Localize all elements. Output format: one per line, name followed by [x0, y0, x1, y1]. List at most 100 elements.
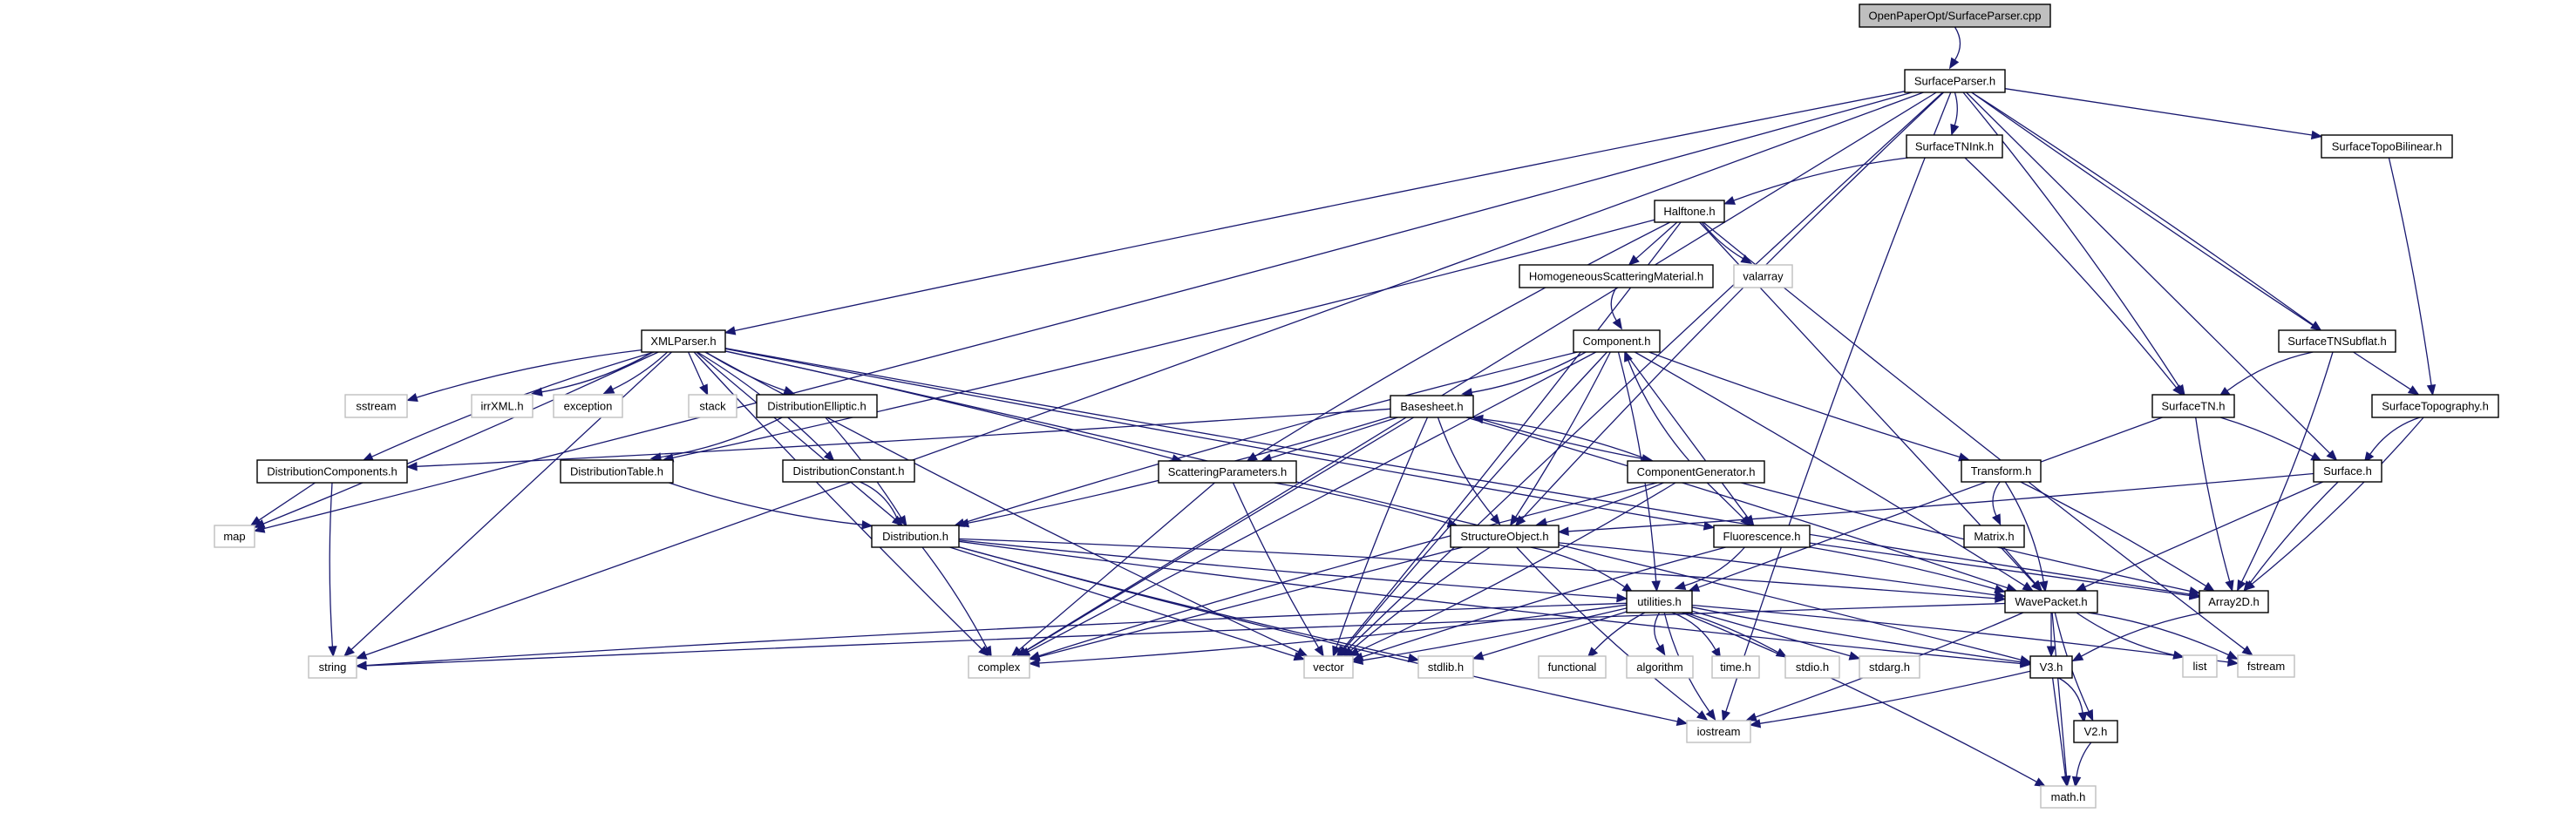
edge-SurfaceTopography-to-Surface — [2369, 417, 2421, 455]
node-box-Matrix[interactable] — [1963, 525, 2025, 548]
node-box-root[interactable] — [1859, 3, 2051, 28]
edge-utilities-to-time — [1671, 612, 1716, 651]
node-box-DistributionTable[interactable] — [560, 459, 674, 484]
node-exception: exception — [553, 394, 623, 418]
edge-utilities-to-stdarg — [1691, 610, 1851, 657]
edge-Component-to-Fluorescence — [1624, 351, 1749, 518]
node-box-Transform[interactable] — [1961, 459, 2042, 483]
node-vector: vector — [1303, 655, 1354, 679]
node-box-V3[interactable] — [2029, 655, 2073, 679]
node-iostream: iostream — [1686, 720, 1751, 743]
arrowhead-vector — [1293, 652, 1306, 661]
node-SurfaceTopoBilinear[interactable]: SurfaceTopoBilinear.h — [2321, 134, 2453, 159]
arrowhead-DistributionComponents — [405, 462, 418, 471]
node-SurfaceTN[interactable]: SurfaceTN.h — [2151, 394, 2235, 418]
node-ComponentGenerator[interactable]: ComponentGenerator.h — [1627, 460, 1765, 484]
edge-SurfaceTN-to-utilities — [1697, 417, 2163, 588]
node-map: map — [214, 525, 255, 548]
node-Array2D[interactable]: Array2D.h — [2199, 590, 2269, 613]
arrowhead-StructureObject — [1490, 513, 1501, 525]
node-SurfaceTNInk[interactable]: SurfaceTNInk.h — [1906, 134, 2003, 159]
node-SurfaceParser[interactable]: SurfaceParser.h — [1904, 69, 2006, 93]
node-box-DistributionComponents[interactable] — [256, 459, 408, 484]
node-box-DistributionConstant[interactable] — [782, 459, 915, 483]
edge-utilities-to-algorithm — [1654, 612, 1661, 647]
node-box-SurfaceTNInk[interactable] — [1906, 134, 2003, 159]
node-box-DistributionElliptic[interactable] — [756, 394, 878, 418]
node-algorithm: algorithm — [1626, 655, 1694, 679]
node-StructureObject[interactable]: StructureObject.h — [1450, 525, 1560, 548]
node-time: time.h — [1711, 655, 1760, 679]
node-label-stdarg: stdarg.h — [1869, 661, 1910, 674]
arrowhead-Array2D — [2237, 579, 2246, 592]
arrowhead-stdio — [1775, 647, 1788, 658]
node-box-functional — [1538, 655, 1607, 679]
node-box-Surface[interactable] — [2313, 459, 2382, 483]
node-ScatteringParameters[interactable]: ScatteringParameters.h — [1158, 460, 1297, 484]
node-box-SurfaceTN[interactable] — [2151, 394, 2235, 418]
node-V3[interactable]: V3.h — [2029, 655, 2073, 679]
node-box-Fluorescence[interactable] — [1713, 525, 1811, 548]
node-SurfaceTNSubflat[interactable]: SurfaceTNSubflat.h — [2278, 329, 2396, 353]
arrowhead-iostream — [1749, 719, 1762, 728]
node-SurfaceTopography[interactable]: SurfaceTopography.h — [2371, 394, 2499, 418]
node-Halftone[interactable]: Halftone.h — [1654, 200, 1725, 223]
edge-Basesheet-to-vector — [1336, 417, 1429, 648]
node-Fluorescence[interactable]: Fluorescence.h — [1713, 525, 1811, 548]
node-box-ComponentGenerator[interactable] — [1627, 460, 1765, 484]
node-box-WavePacket[interactable] — [2004, 590, 2098, 613]
arrowhead-algorithm — [1655, 643, 1666, 656]
node-box-ScatteringParameters[interactable] — [1158, 460, 1297, 484]
arrowhead-SurfaceTopography — [2407, 385, 2420, 396]
arrowhead-stdarg — [1848, 651, 1861, 661]
arrowhead-stack — [699, 383, 709, 396]
node-box-Component[interactable] — [1573, 329, 1661, 353]
node-box-Array2D[interactable] — [2199, 590, 2269, 613]
node-DistributionConstant[interactable]: DistributionConstant.h — [782, 459, 915, 483]
node-WavePacket[interactable]: WavePacket.h — [2004, 590, 2098, 613]
edge-Transform-to-Matrix — [1992, 481, 2001, 517]
edge-Basesheet-to-ComponentGenerator — [1472, 416, 1643, 460]
arrowhead-WavePacket — [2022, 581, 2035, 592]
node-Distribution[interactable]: Distribution.h — [871, 525, 960, 548]
node-Surface[interactable]: Surface.h — [2313, 459, 2382, 483]
arrowhead-Matrix — [1992, 513, 2002, 526]
node-root[interactable]: OpenPaperOpt/SurfaceParser.cpp — [1859, 3, 2051, 28]
node-box-HomogeneousScatteringMaterial[interactable] — [1519, 264, 1714, 288]
node-DistributionTable[interactable]: DistributionTable.h — [560, 459, 674, 484]
node-box-Halftone[interactable] — [1654, 200, 1725, 223]
arrowhead-utilities — [1616, 593, 1628, 603]
arrowhead-Component — [1624, 349, 1633, 362]
arrowhead-string — [343, 646, 355, 657]
node-label-stdlib: stdlib.h — [1428, 661, 1464, 674]
node-box-SurfaceParser[interactable] — [1904, 69, 2006, 93]
edge-Distribution-to-iostream — [958, 546, 1678, 722]
node-box-SurfaceTNSubflat[interactable] — [2278, 329, 2396, 353]
node-box-SurfaceTopoBilinear[interactable] — [2321, 134, 2453, 159]
edge-Basesheet-to-DistributionComponents — [416, 408, 1391, 467]
node-utilities[interactable]: utilities.h — [1626, 590, 1693, 613]
node-label-functional: functional — [1548, 661, 1597, 674]
node-V2[interactable]: V2.h — [2073, 720, 2118, 743]
arrowhead-Fluorescence — [1703, 521, 1716, 531]
node-DistributionComponents[interactable]: DistributionComponents.h — [256, 459, 408, 484]
node-Component[interactable]: Component.h — [1573, 329, 1661, 353]
edge-WavePacket-to-string — [365, 602, 2006, 667]
node-Basesheet[interactable]: Basesheet.h — [1390, 395, 1474, 418]
node-box-XMLParser[interactable] — [641, 329, 726, 353]
node-box-Distribution[interactable] — [871, 525, 960, 548]
node-XMLParser[interactable]: XMLParser.h — [641, 329, 726, 353]
node-Transform[interactable]: Transform.h — [1961, 459, 2042, 483]
node-Matrix[interactable]: Matrix.h — [1963, 525, 2025, 548]
edge-Distribution-to-stdlib — [958, 546, 1410, 659]
edge-Component-to-Distribution — [963, 351, 1578, 524]
node-box-SurfaceTopography[interactable] — [2371, 394, 2499, 418]
node-box-V2[interactable] — [2073, 720, 2118, 743]
node-DistributionElliptic[interactable]: DistributionElliptic.h — [756, 394, 878, 418]
edge-ScatteringParameters-to-vector — [1232, 482, 1320, 648]
node-box-StructureObject[interactable] — [1450, 525, 1560, 548]
node-box-Basesheet[interactable] — [1390, 395, 1474, 418]
node-HomogeneousScatteringMaterial[interactable]: HomogeneousScatteringMaterial.h — [1519, 264, 1714, 288]
node-box-utilities[interactable] — [1626, 590, 1693, 613]
node-label-stdio: stdio.h — [1796, 661, 1829, 674]
